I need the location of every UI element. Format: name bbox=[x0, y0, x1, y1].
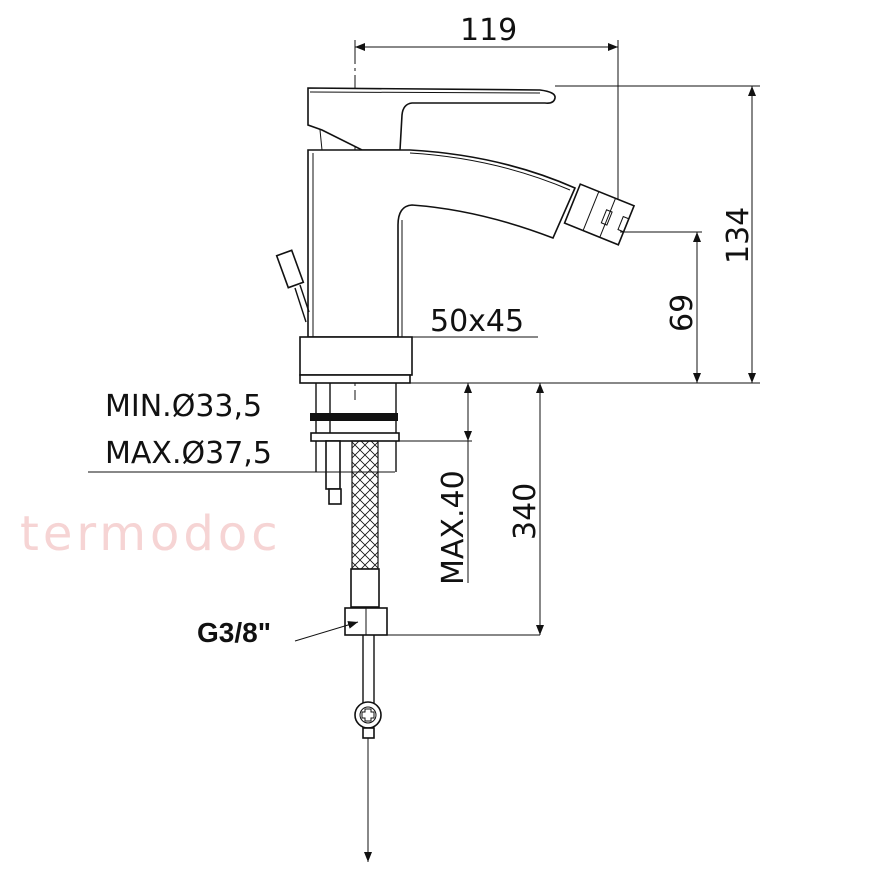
fixing-assembly bbox=[310, 383, 400, 505]
dim-69-label: 69 bbox=[665, 294, 700, 332]
connection-label: G3/8" bbox=[197, 617, 271, 648]
dimension-deck-max: MAX.40 bbox=[436, 383, 472, 585]
connection-leader bbox=[294, 621, 359, 642]
dim-119-label: 119 bbox=[460, 13, 517, 48]
supply-pipe bbox=[354, 635, 382, 862]
spout-aerator bbox=[563, 183, 636, 246]
dim-50x45-label: 50x45 bbox=[430, 304, 524, 339]
watermark: termodoc bbox=[20, 506, 282, 562]
mixer-base bbox=[299, 336, 413, 384]
dim-max40-label: MAX.40 bbox=[436, 470, 471, 585]
mixer-body bbox=[307, 149, 577, 338]
lever-handle bbox=[307, 87, 556, 151]
popup-rod bbox=[275, 249, 310, 323]
hole-min-label: MIN.Ø33,5 bbox=[105, 389, 262, 424]
dim-134-label: 134 bbox=[721, 207, 756, 264]
dimension-base: 50x45 bbox=[300, 304, 538, 339]
hole-max-label: MAX.Ø37,5 bbox=[105, 436, 272, 471]
dim-340-label: 340 bbox=[508, 483, 543, 540]
dimension-width: 119 bbox=[355, 13, 619, 238]
dimension-height: 134 bbox=[721, 86, 756, 383]
flexible-hose bbox=[344, 440, 540, 636]
dimension-spout-height: 69 bbox=[665, 232, 701, 383]
dimension-hose: 340 bbox=[508, 383, 544, 635]
